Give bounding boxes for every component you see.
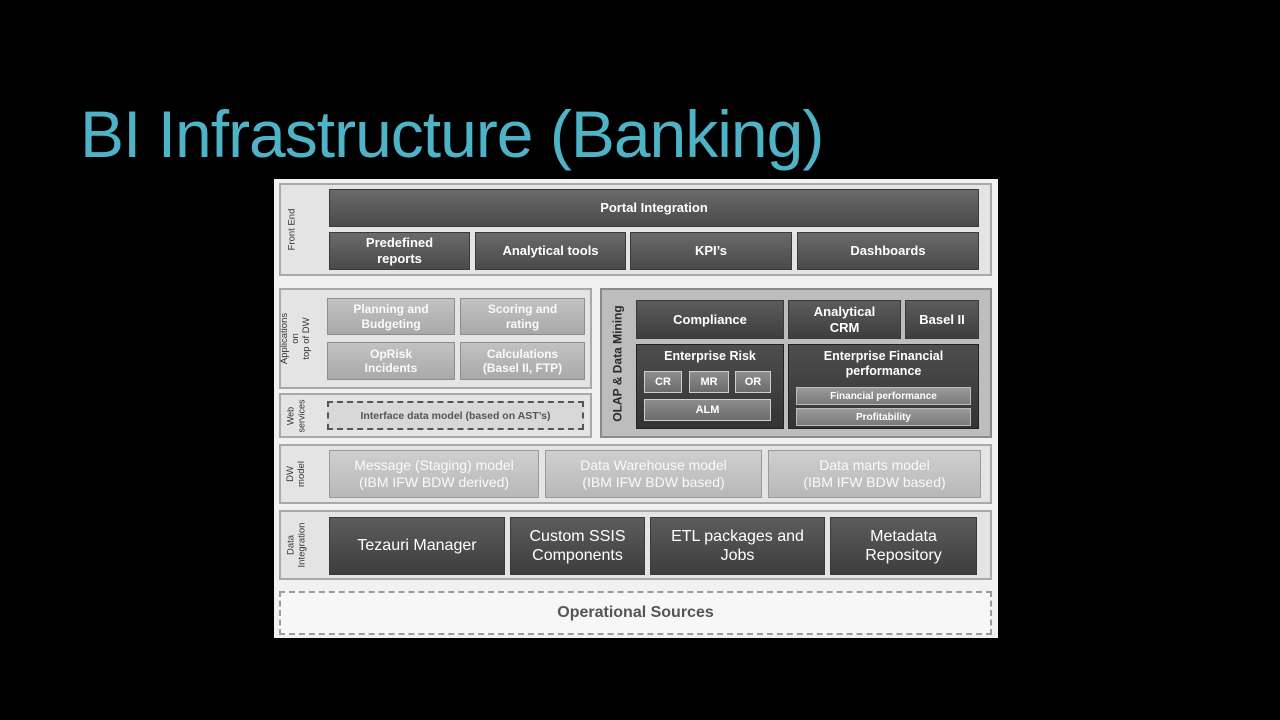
web-services-band: Web services Interface data model (based… (279, 393, 592, 438)
mr-chip: MR (689, 371, 729, 393)
olap-data-mining-panel: OLAP & Data Mining Compliance Analytical… (600, 288, 992, 438)
enterprise-financial-title: Enterprise Financial performance (823, 349, 944, 378)
profitability-bar: Profitability (796, 408, 971, 426)
applications-label: Applications on top of DW (279, 312, 313, 365)
enterprise-risk-group: Enterprise Risk CR MR OR ALM (636, 344, 784, 429)
compliance-box: Compliance (636, 300, 784, 339)
oprisk-incidents-box: OpRisk Incidents (327, 342, 455, 380)
dw-model-label: DW model (285, 461, 307, 487)
analytical-tools-box: Analytical tools (475, 232, 626, 270)
slide-title: BI Infrastructure (Banking) (80, 97, 824, 171)
etl-packages-box: ETL packages and Jobs (650, 517, 825, 575)
predefined-reports-box: Predefined reports (329, 232, 470, 270)
analytical-crm-box: Analytical CRM (788, 300, 901, 339)
architecture-diagram: Front End Portal Integration Predefined … (274, 179, 998, 638)
metadata-repository-box: Metadata Repository (830, 517, 977, 575)
data-marts-model-box: Data marts model (IBM IFW BDW based) (768, 450, 981, 498)
basel-ii-box: Basel II (905, 300, 979, 339)
tezauri-manager-box: Tezauri Manager (329, 517, 505, 575)
message-staging-model-box: Message (Staging) model (IBM IFW BDW der… (329, 450, 539, 498)
enterprise-financial-group: Enterprise Financial performance Financi… (788, 344, 979, 429)
operational-sources-box: Operational Sources (279, 591, 992, 635)
olap-label: OLAP & Data Mining (610, 304, 625, 422)
dw-model-band: DW model Message (Staging) model (IBM IF… (279, 444, 992, 504)
enterprise-risk-title: Enterprise Risk (664, 349, 756, 363)
data-integration-band: Data Integration Tezauri Manager Custom … (279, 510, 992, 580)
calculations-box: Calculations (Basel II, FTP) (460, 342, 585, 380)
dashboards-box: Dashboards (797, 232, 979, 270)
alm-chip: ALM (644, 399, 771, 421)
applications-band: Applications on top of DW Planning and B… (279, 288, 592, 389)
cr-chip: CR (644, 371, 682, 393)
interface-data-model-box: Interface data model (based on AST’s) (327, 401, 584, 430)
scoring-rating-box: Scoring and rating (460, 298, 585, 335)
or-chip: OR (735, 371, 771, 393)
data-warehouse-model-box: Data Warehouse model (IBM IFW BDW based) (545, 450, 762, 498)
front-end-band: Front End Portal Integration Predefined … (279, 183, 992, 276)
portal-integration-box: Portal Integration (329, 189, 979, 227)
front-end-label: Front End (286, 208, 298, 251)
web-services-label: Web services (285, 398, 307, 433)
custom-ssis-box: Custom SSIS Components (510, 517, 645, 575)
data-integration-label: Data Integration (285, 522, 307, 568)
planning-budgeting-box: Planning and Budgeting (327, 298, 455, 335)
kpis-box: KPI’s (630, 232, 792, 270)
financial-performance-bar: Financial performance (796, 387, 971, 405)
